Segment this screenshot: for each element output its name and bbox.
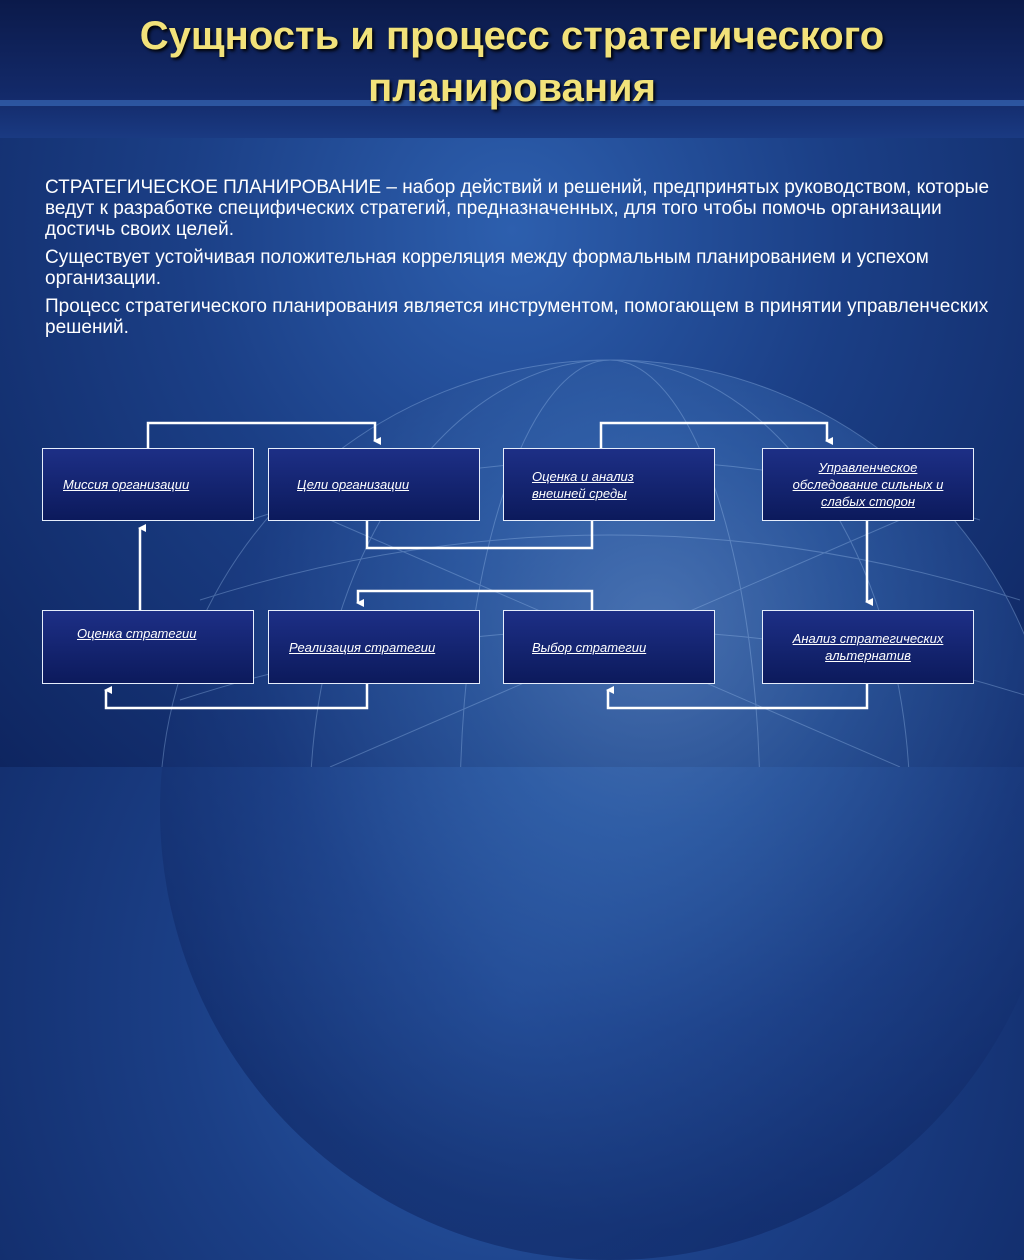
arrow-goals-external bbox=[365, 521, 594, 550]
slide-title: Сущность и процесс стратегического плани… bbox=[139, 14, 885, 110]
box-evaluation-label: Оценка стратегии bbox=[77, 626, 197, 641]
box-goals: Цели организации bbox=[268, 448, 480, 521]
title-stripe bbox=[0, 100, 1024, 106]
flow-arrows bbox=[104, 421, 873, 710]
definition-paragraph: СТРАТЕГИЧЕСКОЕ ПЛАНИРОВАНИЕ – набор дейс… bbox=[45, 177, 990, 240]
box-mission: Миссия организации bbox=[42, 448, 254, 521]
box-implementation-label: Реализация стратегии bbox=[289, 639, 436, 655]
slide-body: СТРАТЕГИЧЕСКОЕ ПЛАНИРОВАНИЕ – набор дейс… bbox=[45, 177, 995, 345]
arrow-implementation-evaluation bbox=[104, 684, 369, 710]
correlation-paragraph: Существует устойчивая положительная корр… bbox=[45, 247, 929, 289]
title-band bbox=[0, 0, 1024, 138]
arrow-choice-implementation bbox=[356, 589, 594, 610]
box-external-analysis-label: Оценка и анализ внешней среды bbox=[532, 468, 634, 501]
box-choice-label: Выбор стратегии bbox=[532, 639, 647, 655]
arrow-mission-goals bbox=[146, 421, 381, 448]
box-implementation: Реализация стратегии bbox=[268, 610, 480, 684]
process-paragraph: Процесс стратегического планирования явл… bbox=[45, 296, 989, 338]
box-mission-label: Миссия организации bbox=[63, 477, 190, 492]
box-alternatives: Анализ стратегических альтернатив bbox=[762, 610, 974, 684]
box-external-analysis: Оценка и анализ внешней среды bbox=[503, 448, 715, 521]
arrow-external-swot bbox=[599, 421, 833, 448]
box-swot: Управленческое обследование сильных и сл… bbox=[762, 448, 974, 521]
box-goals-label: Цели организации bbox=[297, 477, 410, 492]
box-alternatives-label: Анализ стратегических альтернатив bbox=[792, 631, 944, 663]
box-swot-label: Управленческое обследование сильных и сл… bbox=[792, 460, 944, 509]
box-evaluation: Оценка стратегии bbox=[42, 610, 254, 684]
box-choice: Выбор стратегии bbox=[503, 610, 715, 684]
arrow-alternatives-choice bbox=[606, 684, 869, 710]
